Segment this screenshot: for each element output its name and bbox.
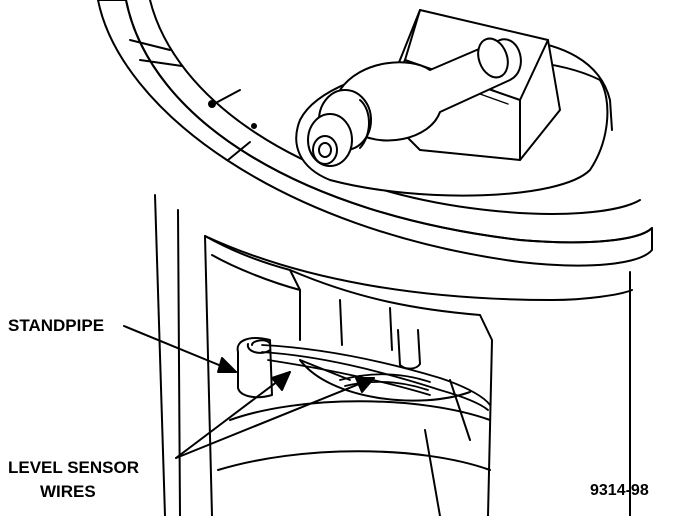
level-sensor-wires <box>261 344 491 411</box>
standpipe-leader <box>123 325 237 373</box>
outlet-fitting <box>307 9 561 167</box>
wires-leader-2 <box>175 377 375 459</box>
reservoir-body <box>154 194 633 517</box>
level-sensor-label-wires: WIRES <box>40 482 96 501</box>
wires-leader-1 <box>175 371 291 459</box>
leader-arrows <box>123 325 375 459</box>
module-flange <box>97 0 653 267</box>
figure-number: 9314-98 <box>590 482 649 499</box>
standpipe-label: STANDPIPE <box>8 316 105 335</box>
level-sensor-label: LEVEL SENSOR <box>8 458 139 477</box>
